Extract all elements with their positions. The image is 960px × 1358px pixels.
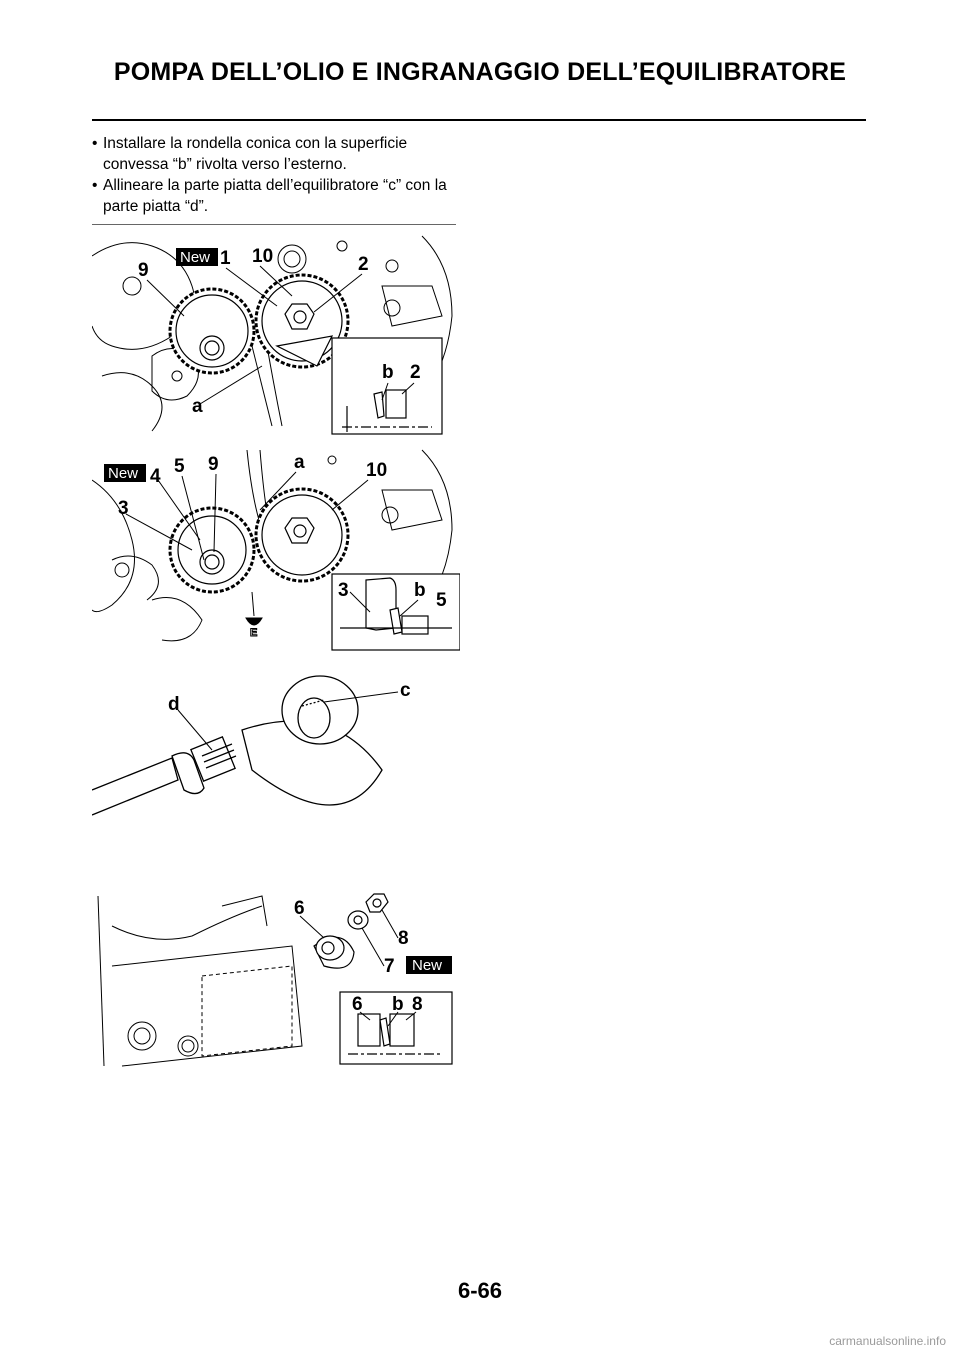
watermark-link[interactable]: carmanualsonline.info	[829, 1334, 946, 1348]
inset-callout-3: 3	[338, 580, 349, 601]
figure-gear-install-top: New 9 1 10 2 a b 2	[92, 235, 453, 435]
balancer-driven-gear	[254, 273, 350, 369]
bullet-item: Installare la rondella conica con la sup…	[92, 133, 472, 175]
balancer-drive-gear	[168, 287, 256, 375]
conical-washer	[347, 910, 369, 930]
page-title: POMPA DELL’OLIO E INGRANAGGIO DELL’EQUIL…	[113, 58, 847, 86]
detail-inset	[339, 991, 453, 1065]
callout-10: 10	[252, 246, 273, 267]
new-badge: New	[406, 956, 452, 974]
inset-callout-b: b	[392, 994, 404, 1015]
engine-case-illustration	[92, 235, 453, 432]
callout-9: 9	[138, 260, 149, 281]
balancer-driven-gear	[254, 487, 350, 583]
callout-8: 8	[398, 928, 409, 949]
balancer-shaft	[92, 736, 237, 816]
callout-c: c	[400, 680, 411, 701]
inset-callout-2: 2	[410, 362, 421, 383]
page-number: 6-66	[457, 1278, 503, 1303]
callout-10: 10	[366, 460, 387, 481]
callout-2: 2	[358, 254, 369, 275]
nut	[365, 893, 389, 913]
inset-callout-6: 6	[352, 994, 363, 1015]
section-divider	[92, 224, 456, 225]
inset-callout-b: b	[382, 362, 394, 383]
new-badge: New	[104, 464, 146, 482]
inset-callout-b: b	[414, 580, 426, 601]
title-rule	[92, 119, 866, 121]
callout-d: d	[168, 694, 180, 715]
callout-a: a	[294, 452, 305, 473]
new-badge: New	[176, 248, 218, 266]
callout-7: 7	[384, 956, 395, 977]
callout-6: 6	[294, 898, 305, 919]
engine-case-illustration	[97, 895, 303, 1067]
figure-washer-nut-install: New 6 8 7 6 b 8	[97, 893, 453, 1067]
svg-text:New: New	[180, 249, 210, 266]
callout-1: 1	[220, 248, 231, 269]
balancer-drive-gear	[168, 506, 256, 594]
svg-text:New: New	[412, 957, 442, 974]
figure-balancer-alignment: d c	[92, 675, 411, 816]
detail-inset	[331, 573, 460, 651]
balancer-weight	[241, 675, 383, 806]
callout-3: 3	[118, 498, 129, 519]
instruction-list: Installare la rondella conica con la sup…	[92, 133, 472, 217]
svg-text:E: E	[250, 627, 257, 639]
inset-callout-5: 5	[436, 590, 447, 611]
bullet-item: Allineare la parte piatta dell’equilibra…	[92, 175, 472, 217]
balancer-weight	[313, 935, 355, 969]
callout-a: a	[192, 396, 203, 417]
callout-4: 4	[150, 466, 161, 487]
callout-9: 9	[208, 454, 219, 475]
callout-5: 5	[174, 456, 185, 477]
oil-application-icon: E	[245, 591, 263, 640]
figure-gear-install-bottom: E New 4 5 9 a 10 3 3 b 5	[92, 449, 460, 651]
svg-text:New: New	[108, 465, 138, 482]
inset-callout-8: 8	[412, 994, 423, 1015]
